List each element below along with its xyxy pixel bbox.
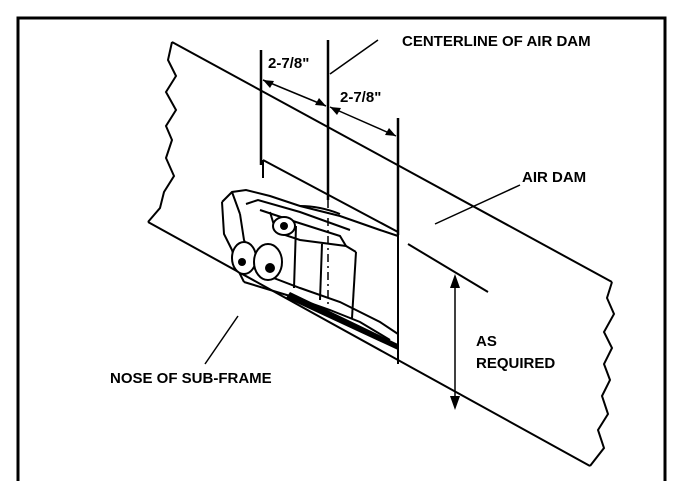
diagram-frame bbox=[16, 16, 667, 481]
clevis-holes bbox=[238, 222, 288, 273]
air-dam-top-edge bbox=[171, 41, 613, 283]
as-required-label-line2: REQUIRED bbox=[476, 355, 555, 372]
dimension-arrow-left-b bbox=[315, 98, 326, 106]
dimension-line-left bbox=[262, 79, 327, 107]
dimension-left-label: 2-7/8" bbox=[268, 55, 309, 72]
air-dam-leader bbox=[434, 184, 521, 225]
as-required-arrow-bottom bbox=[450, 396, 460, 410]
centerline-label: CENTERLINE OF AIR DAM bbox=[402, 33, 591, 50]
air-dam-right-break bbox=[589, 281, 616, 467]
dimension-arrow-left-a bbox=[263, 80, 274, 88]
clevis-lugs bbox=[231, 216, 296, 281]
dimension-arrow-right-b bbox=[385, 128, 396, 136]
dimension-line-right bbox=[329, 106, 397, 137]
centerline-leader bbox=[329, 39, 379, 75]
air-dam-bottom-edge bbox=[147, 221, 591, 467]
nose-leader bbox=[204, 315, 239, 365]
air-dam-cutout bbox=[262, 159, 399, 364]
dimension-right-label: 2-7/8" bbox=[340, 89, 381, 106]
as-required-arrow-top bbox=[450, 274, 460, 288]
sub-frame-underside bbox=[286, 292, 398, 350]
dimension-arrow-right-a bbox=[330, 107, 341, 115]
sub-frame-nose bbox=[221, 188, 399, 341]
as-required-reference-line bbox=[407, 243, 489, 293]
air-dam-label: AIR DAM bbox=[522, 169, 586, 186]
as-required-label-line1: AS bbox=[476, 333, 497, 350]
nose-sub-frame-label: NOSE OF SUB-FRAME bbox=[110, 370, 272, 387]
air-dam-left-break bbox=[147, 41, 178, 223]
